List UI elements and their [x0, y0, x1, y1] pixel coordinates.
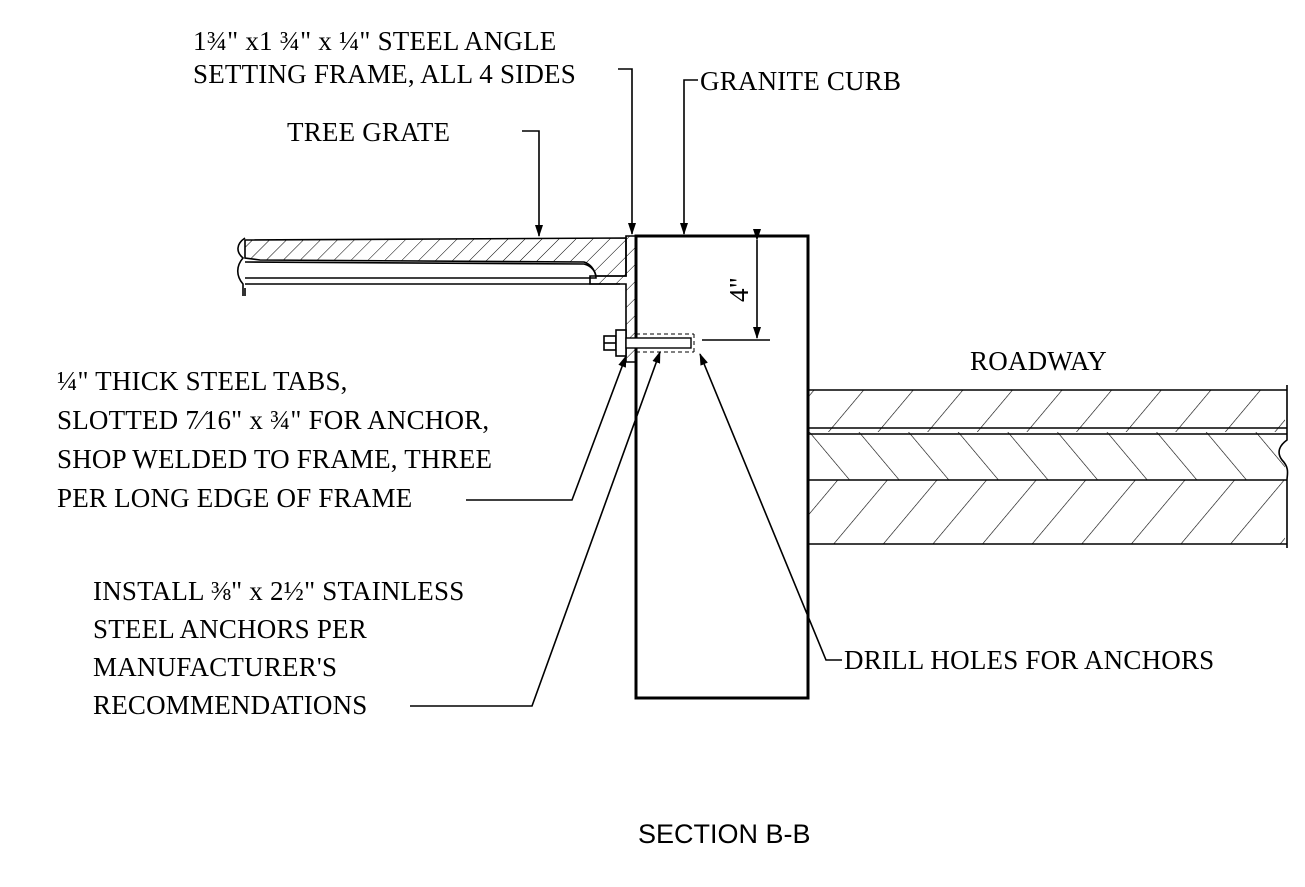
svg-text:¼" THICK STEEL TABS,: ¼" THICK STEEL TABS,	[57, 366, 348, 396]
svg-text:SETTING FRAME, ALL 4 SIDES: SETTING FRAME, ALL 4 SIDES	[193, 59, 576, 89]
roadway-section	[808, 385, 1289, 548]
svg-text:SHOP WELDED TO FRAME, THREE: SHOP WELDED TO FRAME, THREE	[57, 444, 492, 474]
svg-text:SLOTTED 7⁄16" x ¾" FOR ANCHOR,: SLOTTED 7⁄16" x ¾" FOR ANCHOR,	[57, 405, 489, 435]
svg-text:STEEL ANCHORS PER: STEEL ANCHORS PER	[93, 614, 367, 644]
tree-grate	[236, 237, 627, 296]
svg-text:RECOMMENDATIONS: RECOMMENDATIONS	[93, 690, 368, 720]
label-tree-grate: TREE GRATE	[287, 117, 450, 147]
label-roadway: ROADWAY	[970, 346, 1107, 376]
label-granite-curb: GRANITE CURB	[700, 66, 901, 96]
svg-text:MANUFACTURER'S: MANUFACTURER'S	[93, 652, 337, 682]
svg-text:INSTALL ⅜" x 2½" STAINLESS: INSTALL ⅜" x 2½" STAINLESS	[93, 576, 464, 606]
granite-curb	[634, 234, 810, 700]
dimension-4in: 4"	[702, 229, 770, 341]
label-anchors: INSTALL ⅜" x 2½" STAINLESS STEEL ANCHORS…	[93, 576, 464, 720]
label-steel-tabs: ¼" THICK STEEL TABS, SLOTTED 7⁄16" x ¾" …	[57, 366, 492, 513]
section-title: SECTION B-B	[638, 819, 811, 849]
dimension-label: 4"	[724, 277, 754, 302]
leader-lines	[410, 68, 842, 707]
steel-angle-frame	[589, 235, 637, 363]
label-drill-holes: DRILL HOLES FOR ANCHORS	[844, 645, 1214, 675]
svg-text:PER LONG EDGE OF FRAME: PER LONG EDGE OF FRAME	[57, 483, 412, 513]
svg-text:1¾" x1 ¾" x ¼" STEEL ANGLE: 1¾" x1 ¾" x ¼" STEEL ANGLE	[193, 26, 557, 56]
label-steel-angle: 1¾" x1 ¾" x ¼" STEEL ANGLE SETTING FRAME…	[193, 26, 576, 89]
